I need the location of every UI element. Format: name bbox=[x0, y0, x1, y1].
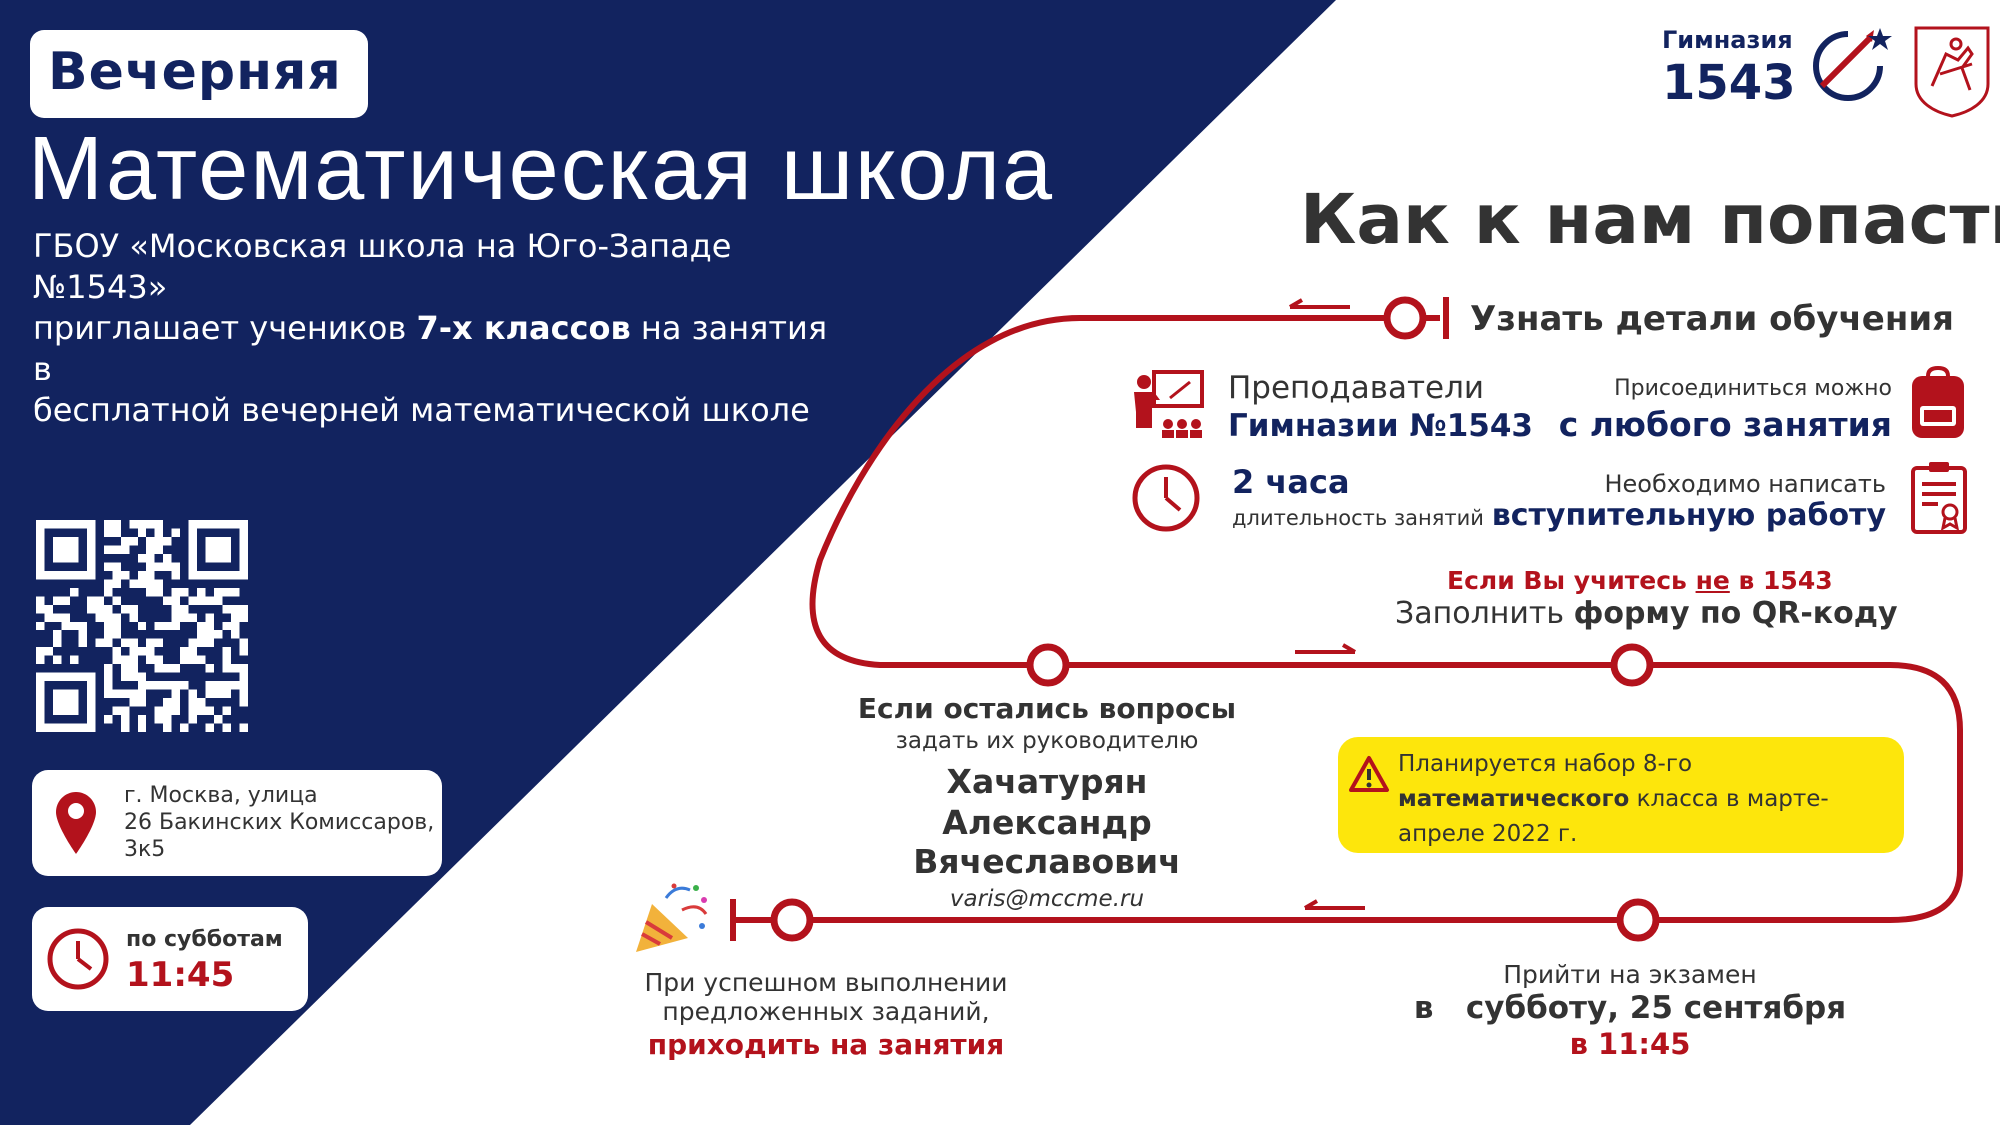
final-line-3: приходить на занятия bbox=[647, 1028, 1005, 1061]
direction-arrow-right-mid bbox=[1295, 643, 1357, 654]
moscow-coat-of-arms-icon bbox=[1914, 26, 1990, 118]
page-title: Математическая школа bbox=[28, 119, 1055, 219]
how-to-get-heading: Как к нам попасть? bbox=[1300, 180, 2000, 260]
intro-line-1: ГБОУ «Московская школа на Юго-Западе №15… bbox=[33, 227, 732, 306]
schedule-days: по субботам bbox=[126, 927, 283, 952]
form-instruction: Заполнить форму по QR-коду bbox=[1395, 596, 1898, 631]
intro-line-2: приглашает учеников 7-х классов на занят… bbox=[33, 309, 828, 388]
join-caption: Присоединиться можно bbox=[1614, 376, 1892, 401]
exam-block: Прийти на экзамен в субботу, 25 сентября… bbox=[1410, 960, 1850, 1061]
duration-hours: 2 часа bbox=[1232, 463, 1350, 501]
contact-email[interactable]: varis@mccme.ru bbox=[949, 886, 1145, 912]
route-stop-start bbox=[1383, 296, 1427, 340]
final-block: При успешном выполнении предложенных зад… bbox=[620, 968, 1032, 1061]
logo-gymnasium-label: Гимназия bbox=[1662, 26, 1793, 54]
party-popper-icon bbox=[636, 883, 708, 952]
join-highlight: с любого занятия bbox=[1558, 405, 1892, 444]
step-learn-details: Узнать детали обучения bbox=[1470, 299, 1954, 339]
exam-caption: Прийти на экзамен bbox=[1503, 960, 1757, 989]
address-card: г. Москва, улица 26 Бакинских Комиссаров… bbox=[32, 770, 442, 876]
intro-line-3: бесплатной вечерней математической школе bbox=[33, 391, 810, 429]
qr-code[interactable] bbox=[36, 520, 248, 732]
final-line-1: При успешном выполнении bbox=[644, 968, 1008, 997]
route-line bbox=[790, 315, 1963, 923]
grade-highlight: 7-х классов bbox=[416, 309, 631, 347]
final-line-2: предложенных заданий, bbox=[662, 997, 990, 1026]
route-stop-exam bbox=[1616, 898, 1660, 942]
badge-label: Вечерняя bbox=[48, 42, 342, 102]
notice-text: Планируется набор 8-го математического к… bbox=[1398, 751, 1829, 847]
intro-text: ГБОУ «Московская школа на Юго-Западе №15… bbox=[33, 226, 853, 431]
entrance-highlight: вступительную работу bbox=[1491, 498, 1886, 533]
gymnasium-emblem-icon bbox=[1813, 28, 1892, 101]
direction-arrow-left-top bbox=[1288, 298, 1350, 309]
route-stop-contact bbox=[1026, 643, 1070, 687]
entrance-caption: Необходимо написать bbox=[1604, 470, 1886, 498]
form-condition: Если Вы учитесь не в 1543 bbox=[1447, 566, 1833, 595]
backpack-icon bbox=[1912, 366, 1964, 438]
direction-arrow-left-bottom bbox=[1303, 899, 1365, 910]
logo-gymnasium-number: 1543 bbox=[1662, 55, 1796, 111]
contact-question: Если остались вопросы bbox=[857, 692, 1237, 725]
contact-block: Если остались вопросы задать их руководи… bbox=[812, 692, 1282, 912]
contact-caption: задать их руководителю bbox=[895, 728, 1199, 754]
warning-icon bbox=[1349, 756, 1389, 792]
teacher-icon bbox=[1134, 370, 1204, 438]
duration-caption: длительность занятий bbox=[1232, 506, 1484, 530]
duration-clock-icon bbox=[1132, 464, 1200, 532]
exam-time: в 11:45 bbox=[1569, 1027, 1691, 1061]
address-text: г. Москва, улица 26 Бакинских Комиссаров… bbox=[124, 783, 435, 862]
route-stop-form bbox=[1610, 643, 1654, 687]
evening-badge: Вечерняя bbox=[30, 30, 368, 118]
clock-icon bbox=[47, 928, 109, 990]
route-stop-end bbox=[770, 898, 814, 942]
teachers-text: Преподаватели Гимназии №1543 bbox=[1228, 370, 1533, 444]
map-pin-icon bbox=[56, 792, 96, 854]
qr-form-link[interactable]: форму по QR-коду bbox=[1573, 596, 1898, 631]
notice-box: Планируется набор 8-го математического к… bbox=[1338, 737, 1904, 853]
schedule-time: 11:45 bbox=[126, 955, 235, 995]
contact-surname: Хачатурян bbox=[946, 762, 1148, 801]
exam-date: в субботу, 25 сентября bbox=[1413, 990, 1847, 1026]
schedule-card: по субботам 11:45 bbox=[32, 907, 308, 1011]
certificate-icon bbox=[1911, 462, 1967, 534]
contact-name: Александр Вячеславович bbox=[913, 803, 1181, 881]
